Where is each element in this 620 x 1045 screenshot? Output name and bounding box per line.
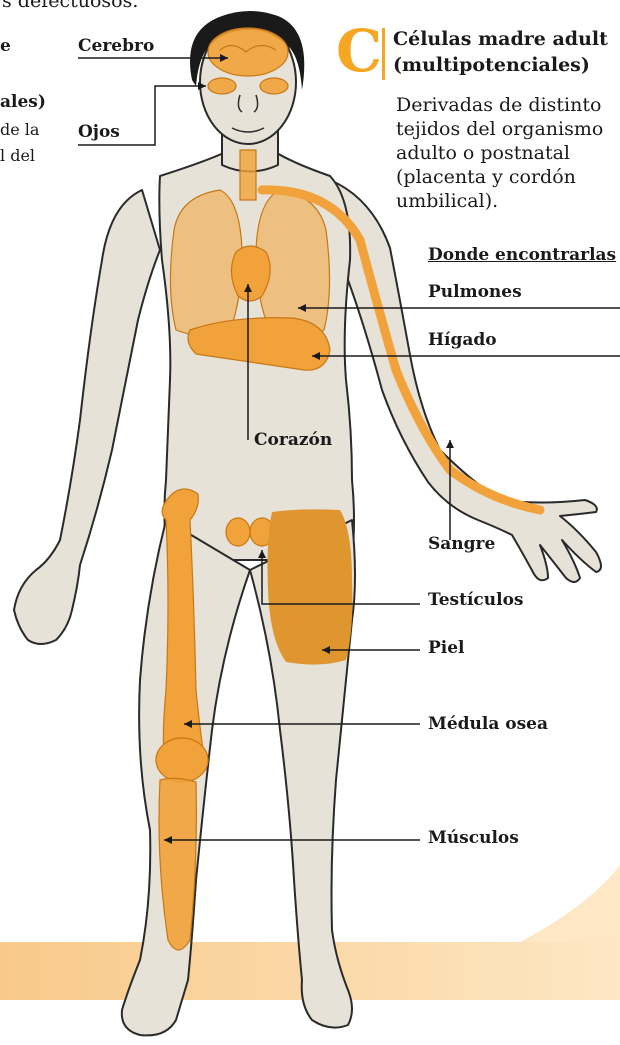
heart — [231, 246, 270, 301]
section-description: Derivadas de distinto tejidos del organi… — [396, 93, 620, 213]
section-title-line1: Células madre adult — [393, 26, 608, 52]
left-fragment-4: l del — [0, 146, 35, 165]
label-piel: Piel — [428, 638, 465, 658]
section-divider — [382, 28, 385, 80]
desc-line-5: umbilical). — [396, 189, 620, 213]
skin-patch — [268, 509, 353, 664]
desc-line-2: tejidos del organismo — [396, 117, 620, 141]
section-title: Células madre adult (multipotenciales) — [393, 26, 608, 78]
left-fragment-1: e — [0, 36, 11, 56]
label-corazon: Corazón — [254, 430, 332, 450]
knee — [156, 738, 208, 782]
label-testiculos: Testículos — [428, 590, 523, 610]
right-arm — [14, 190, 160, 644]
label-pulmones: Pulmones — [428, 282, 522, 302]
label-musculos: Músculos — [428, 828, 519, 848]
label-higado: Hígado — [428, 330, 497, 350]
desc-line-1: Derivadas de distinto — [396, 93, 620, 117]
trachea — [240, 150, 256, 200]
label-medula: Médula osea — [428, 714, 548, 734]
desc-line-3: adulto o postnatal — [396, 141, 620, 165]
eye-right — [208, 78, 236, 94]
left-fragment-3: de la — [0, 120, 39, 139]
brain — [208, 28, 288, 76]
testicle-right — [226, 518, 250, 546]
eye-left — [260, 78, 288, 94]
left-arm — [330, 180, 601, 582]
where-to-find-title: Donde encontrarlas — [428, 245, 616, 265]
background-swoosh — [520, 865, 620, 942]
label-sangre: Sangre — [428, 534, 495, 554]
lung-right — [170, 190, 242, 335]
section-title-line2: (multipotenciales) — [393, 52, 608, 78]
label-ojos: Ojos — [78, 122, 120, 142]
label-cerebro: Cerebro — [78, 36, 154, 56]
left-fragment-2: ales) — [0, 92, 46, 112]
desc-line-4: (placenta y cordón — [396, 165, 620, 189]
top-fragment: s defectuosos. — [2, 0, 138, 12]
section-letter: C — [336, 22, 382, 80]
